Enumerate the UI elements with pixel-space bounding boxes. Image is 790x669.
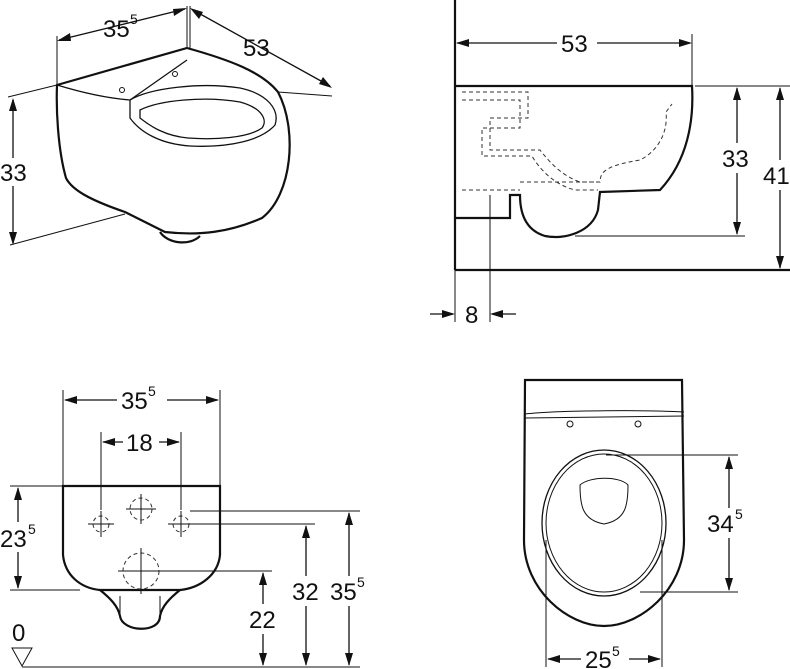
front-rim-height-label: 35 — [330, 579, 357, 606]
side-inner-trap-2 — [462, 99, 598, 191]
top-back-line — [524, 410, 685, 415]
arrowhead — [490, 310, 503, 318]
arrowhead — [442, 310, 455, 318]
front-rim-height-sup: 5 — [357, 574, 365, 590]
iso-depth-dim-line — [192, 9, 331, 87]
side-total-height-label: 41 — [763, 163, 790, 190]
side-view: 53 33 41 8 — [430, 0, 790, 329]
arrowhead — [167, 438, 180, 446]
iso-width-sup: 5 — [130, 11, 138, 27]
side-bowl-outline — [455, 84, 694, 238]
arrowhead — [206, 396, 219, 404]
top-hinge-hole-right — [634, 420, 642, 428]
iso-height-ext-top — [7, 84, 58, 98]
arrowhead — [319, 77, 332, 88]
top-view: 34 5 25 5 — [522, 378, 754, 669]
front-bolt-height-sup: 5 — [28, 521, 36, 537]
iso-height-ext-bottom — [9, 213, 126, 246]
top-opening-length-sup: 5 — [735, 506, 743, 522]
iso-rim-inner — [139, 98, 265, 140]
arrowhead — [725, 578, 733, 591]
front-outlet — [99, 589, 181, 630]
iso-width-label: 35 — [103, 16, 130, 43]
label-bg — [117, 384, 167, 414]
iso-hinge-hole-right — [172, 71, 178, 77]
iso-rim — [129, 84, 277, 147]
top-seat-line — [524, 415, 685, 419]
arrowhead — [547, 655, 560, 663]
iso-hinge-hole-left — [119, 87, 125, 93]
arrowhead — [776, 87, 784, 100]
top-opening-length-label: 34 — [707, 511, 734, 538]
label-bg — [0, 522, 42, 552]
side-inner-trap — [462, 91, 673, 183]
side-bowl-height-label: 33 — [722, 146, 749, 173]
side-offset-label: 8 — [465, 302, 478, 329]
arrowhead — [190, 8, 203, 19]
label-bg — [328, 576, 374, 606]
front-width-sup: 5 — [148, 383, 156, 399]
arrowhead — [173, 8, 187, 16]
arrowhead — [102, 438, 115, 446]
arrowhead — [9, 232, 17, 245]
front-width-label: 35 — [121, 388, 148, 415]
iso-depth-ext-right — [277, 91, 333, 97]
label-bg — [246, 604, 282, 634]
arrowhead — [14, 576, 22, 589]
arrowhead — [9, 98, 17, 111]
iso-width-dim-line — [58, 8, 186, 41]
arrowhead — [302, 653, 310, 666]
label-bg — [557, 28, 597, 56]
floor-ref-triangle-icon — [11, 647, 33, 668]
top-water-pocket — [579, 477, 629, 525]
top-hinge-hole-left — [566, 420, 574, 428]
front-drain-height-label: 22 — [249, 607, 276, 634]
arrowhead — [259, 572, 267, 585]
front-inlet-height-label: 32 — [292, 579, 319, 606]
label-bg — [581, 644, 629, 669]
arrowhead — [302, 525, 310, 538]
iso-outlet — [159, 231, 201, 244]
label-bg — [290, 576, 326, 606]
side-inner-channel — [462, 181, 598, 191]
label-bg — [0, 158, 30, 186]
front-bolt-height-label: 23 — [0, 526, 27, 553]
arrowhead — [345, 653, 353, 666]
top-rim-outer — [541, 449, 667, 597]
arrowhead — [776, 256, 784, 269]
arrowhead — [57, 33, 71, 41]
iso-depth-label: 53 — [243, 35, 270, 62]
arrowhead — [259, 653, 267, 666]
top-opening-width-sup: 5 — [612, 643, 620, 659]
isometric-view: 35 5 53 33 — [0, 6, 333, 246]
label-bg — [763, 160, 790, 190]
label-bg — [719, 143, 755, 173]
front-view: 35 5 18 23 5 22 32 — [0, 383, 374, 668]
arrowhead — [679, 39, 692, 47]
top-opening-width-label: 25 — [585, 647, 612, 669]
iso-height-label: 33 — [0, 160, 27, 187]
arrowhead — [64, 396, 77, 404]
label-bg — [123, 428, 159, 456]
arrowhead — [14, 487, 22, 500]
side-depth-label: 53 — [561, 31, 588, 58]
front-bolt-spacing-label: 18 — [126, 430, 153, 457]
top-rim-inner — [545, 453, 663, 593]
arrowhead — [648, 655, 661, 663]
top-bowl-outline — [522, 378, 686, 628]
arrowhead — [725, 456, 733, 469]
arrowhead — [456, 39, 469, 47]
label-bg — [708, 508, 754, 538]
arrowhead — [345, 512, 353, 525]
iso-bowl-outline — [55, 46, 291, 235]
arrowhead — [733, 222, 741, 235]
front-floor-ref-label: 0 — [12, 620, 25, 647]
arrowhead — [733, 87, 741, 100]
